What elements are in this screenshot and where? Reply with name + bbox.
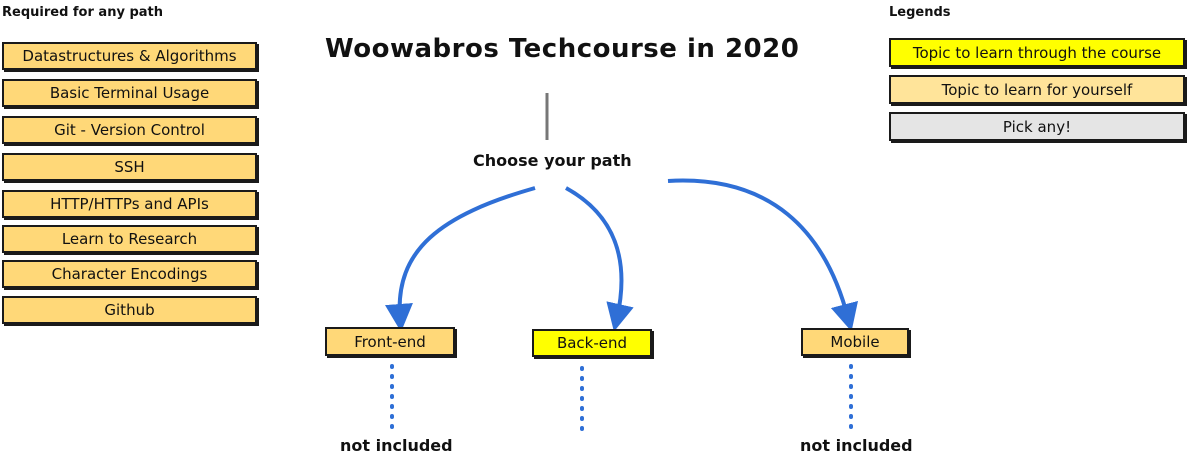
path-frontend: Front-end — [325, 327, 455, 356]
arrow-to-mobile — [667, 178, 858, 332]
frontend-not-included: not included — [340, 436, 453, 455]
required-item: Git - Version Control — [2, 116, 257, 144]
choose-path-label: Choose your path — [473, 151, 632, 170]
required-section-label: Required for any path — [2, 5, 164, 20]
path-mobile: Mobile — [801, 328, 909, 356]
required-item: Character Encodings — [2, 260, 257, 288]
legend-pick-any: Pick any! — [889, 112, 1185, 141]
mobile-not-included: not included — [800, 436, 913, 455]
required-item: Basic Terminal Usage — [2, 79, 257, 107]
required-item: Datastructures & Algorithms — [2, 42, 257, 70]
legend-course-topic: Topic to learn through the course — [889, 38, 1185, 67]
required-item: SSH — [2, 153, 257, 181]
required-item: HTTP/HTTPs and APIs — [2, 190, 257, 218]
required-item: Github — [2, 296, 257, 324]
path-backend: Back-end — [532, 329, 652, 357]
legends-label: Legends — [889, 5, 951, 20]
diagram-title: Woowabros Techcourse in 2020 — [325, 34, 800, 64]
arrow-to-frontend — [385, 186, 536, 332]
legend-self-topic: Topic to learn for yourself — [889, 75, 1185, 104]
required-item: Learn to Research — [2, 225, 257, 253]
arrow-to-backend — [565, 186, 634, 332]
